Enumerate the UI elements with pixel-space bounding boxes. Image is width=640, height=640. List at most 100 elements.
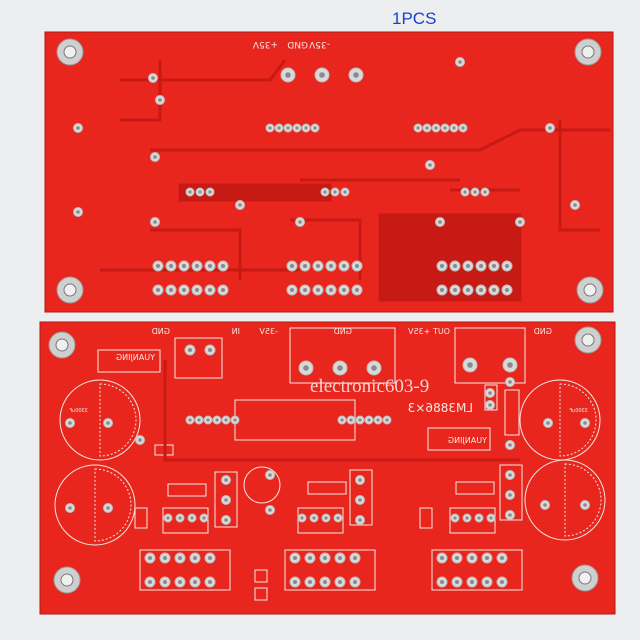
pad-hole [178, 556, 182, 560]
pad-hole [158, 98, 162, 102]
pad-hole [156, 288, 160, 292]
component-outline [455, 481, 495, 495]
pad-hole [303, 264, 307, 268]
pad-hole [376, 418, 380, 422]
pad-hole [329, 264, 333, 268]
pad-hole [479, 264, 483, 268]
pad-hole [485, 556, 489, 560]
pad-hole [290, 288, 294, 292]
pad-hole [463, 190, 467, 194]
pad-hole [455, 556, 459, 560]
pad-hole [308, 580, 312, 584]
copper-trace [120, 60, 162, 122]
capacitor-outline [59, 379, 141, 461]
component-outline [499, 464, 523, 521]
component-outline [174, 337, 223, 379]
mounting-hole-center [63, 283, 77, 297]
pad-hole [434, 126, 438, 130]
pad-hole [483, 190, 487, 194]
pad-hole [277, 126, 281, 130]
pad-hole [338, 580, 342, 584]
pad-hole [268, 126, 272, 130]
pad-hole [312, 516, 316, 520]
pad-hole [583, 503, 587, 507]
pad-hole [489, 516, 493, 520]
component-outline [427, 427, 491, 451]
pad-hole [583, 421, 587, 425]
pad-hole [323, 580, 327, 584]
pad-hole [367, 418, 371, 422]
pad-hole [466, 288, 470, 292]
pad-hole [233, 418, 237, 422]
pad-hole [508, 380, 512, 384]
pad-hole [485, 580, 489, 584]
quantity-label: 1PCS [392, 9, 437, 28]
pad-hole [358, 498, 362, 502]
pad-hole [304, 126, 308, 130]
pad-hole [166, 516, 170, 520]
pad-hole [438, 220, 442, 224]
pad-hole [500, 556, 504, 560]
pad-hole [508, 493, 512, 497]
pad-hole [440, 288, 444, 292]
mounting-hole-center [581, 45, 595, 59]
pad-hole [573, 203, 577, 207]
solder-pads [56, 38, 604, 304]
pad-hole [470, 580, 474, 584]
pad-hole [336, 516, 340, 520]
pad-hole [300, 516, 304, 520]
component-outline [297, 507, 344, 534]
pad-hole [163, 556, 167, 560]
component-outline [97, 349, 161, 373]
component-outline [284, 549, 376, 591]
pad-hole [156, 264, 160, 268]
capacitor-polarity-hatch [99, 383, 137, 457]
pad-hole [353, 580, 357, 584]
pad-hole [492, 264, 496, 268]
pad-hole [342, 288, 346, 292]
silk-neg-rail: -35V [308, 39, 330, 49]
pad-hole [68, 421, 72, 425]
pad-hole [323, 556, 327, 560]
top-pcb-board: -35V GND +35V [44, 31, 614, 313]
pad-hole [324, 516, 328, 520]
component-outline [162, 507, 209, 534]
pad-hole [106, 506, 110, 510]
pad-hole [505, 288, 509, 292]
pad-hole [353, 556, 357, 560]
silk-neg-rail: -35V [259, 327, 278, 336]
pad-hole [455, 580, 459, 584]
silk-brand-right: YUANJING [448, 436, 488, 445]
pad-hole [208, 288, 212, 292]
pad-hole [268, 508, 272, 512]
pad-hole [303, 288, 307, 292]
pad-hole [385, 418, 389, 422]
pad-hole [285, 72, 291, 78]
pad-hole [148, 556, 152, 560]
pad-hole [206, 418, 210, 422]
pad-hole [349, 418, 353, 422]
component-outline [349, 469, 373, 526]
pad-hole [355, 264, 359, 268]
pad-hole [197, 418, 201, 422]
pad-hole [342, 264, 346, 268]
pad-hole [202, 516, 206, 520]
silk-gnd-mid: GND [334, 327, 352, 336]
component-outline [134, 507, 148, 529]
pad-hole [465, 516, 469, 520]
pad-hole [358, 478, 362, 482]
pad-hole [323, 190, 327, 194]
pad-hole [193, 556, 197, 560]
pad-hole [221, 264, 225, 268]
pad-hole [466, 264, 470, 268]
pad-hole [440, 580, 444, 584]
copper-trace [150, 228, 242, 280]
silk-in: IN [232, 327, 240, 336]
copper-traces [100, 59, 610, 302]
pad-hole [198, 190, 202, 194]
component-outline [214, 471, 238, 528]
pad-hole [492, 288, 496, 292]
pad-hole [208, 556, 212, 560]
capacitor-outline [524, 459, 606, 541]
